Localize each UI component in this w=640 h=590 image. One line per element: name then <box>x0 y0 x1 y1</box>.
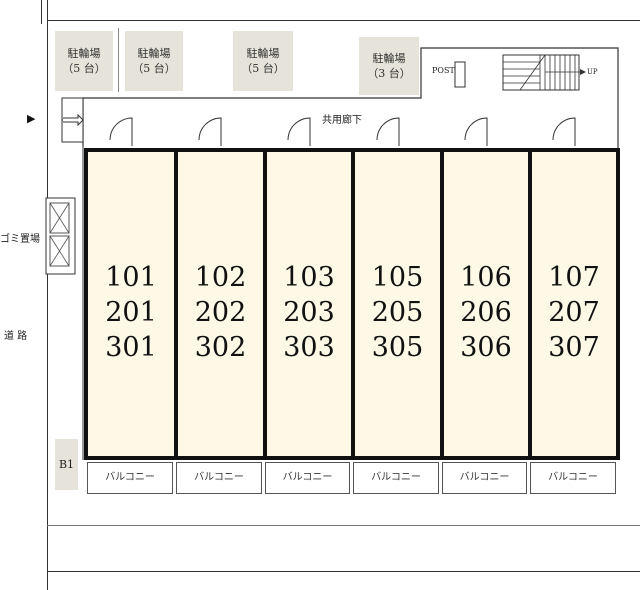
corridor-label: 共用廊下 <box>322 115 362 126</box>
balcony-5: バルコニー <box>442 462 527 494</box>
room-number: 201 <box>105 297 157 328</box>
room-number: 105 <box>371 262 424 293</box>
road-label: 道 路 <box>4 331 28 342</box>
room-number: 202 <box>194 297 247 328</box>
parking-count: （5 台） <box>132 62 176 75</box>
parking-count: （5 台） <box>241 62 285 75</box>
bicycle-parking-3: 駐輪場 （5 台） <box>233 31 293 91</box>
room-number: 107 <box>548 262 600 293</box>
room-number: 103 <box>283 262 335 293</box>
road-edge-line <box>41 0 42 24</box>
room-number: 305 <box>371 332 424 363</box>
room-number: 306 <box>460 332 512 363</box>
unit-column-5: 106 206 306 <box>440 148 532 460</box>
unit-column-6: 107 207 307 <box>528 148 620 460</box>
room-number: 302 <box>194 332 247 363</box>
b1-box: B1 <box>55 439 78 490</box>
site-boundary-top <box>47 20 640 21</box>
bicycle-parking-1: 駐輪場 （5 台） <box>55 31 113 91</box>
balcony-4: バルコニー <box>353 462 439 494</box>
room-number: 303 <box>283 332 335 363</box>
unit-column-3: 103 203 303 <box>263 148 355 460</box>
room-number: 203 <box>283 297 335 328</box>
unit-column-1: 101 201 301 <box>84 148 178 460</box>
balcony-6: バルコニー <box>530 462 616 494</box>
garbage-area-label: ゴミ置場 <box>0 234 40 245</box>
room-number: 301 <box>105 332 157 363</box>
inner-site-line <box>47 525 640 526</box>
room-number: 205 <box>371 297 424 328</box>
room-number: 106 <box>460 262 512 293</box>
bicycle-parking-2: 駐輪場 （5 台） <box>125 31 183 91</box>
b1-label: B1 <box>58 458 75 471</box>
room-number: 206 <box>460 297 512 328</box>
post-label: POST <box>432 66 455 75</box>
room-number: 207 <box>548 297 600 328</box>
parking-title: 駐輪場 <box>67 47 101 60</box>
stairs-up-label: UP <box>587 68 598 76</box>
parking-count: （3 台） <box>367 67 411 80</box>
unit-column-2: 102 202 302 <box>174 148 267 460</box>
parking-divider <box>118 28 119 92</box>
balcony-3: バルコニー <box>265 462 350 494</box>
parking-title: 駐輪場 <box>137 47 171 60</box>
room-number: 307 <box>548 332 600 363</box>
balcony-2: バルコニー <box>176 462 262 494</box>
parking-title: 駐輪場 <box>372 52 406 65</box>
room-number: 102 <box>194 262 247 293</box>
entrance-arrow-icon: ▶ <box>27 112 36 125</box>
room-number: 101 <box>105 262 157 293</box>
unit-column-4: 105 205 305 <box>351 148 444 460</box>
parking-title: 駐輪場 <box>246 47 280 60</box>
bicycle-parking-4: 駐輪場 （3 台） <box>359 37 419 95</box>
balcony-1: バルコニー <box>87 462 173 494</box>
site-boundary-bottom <box>47 571 640 572</box>
parking-count: （5 台） <box>62 62 106 75</box>
site-boundary-left <box>47 0 48 590</box>
